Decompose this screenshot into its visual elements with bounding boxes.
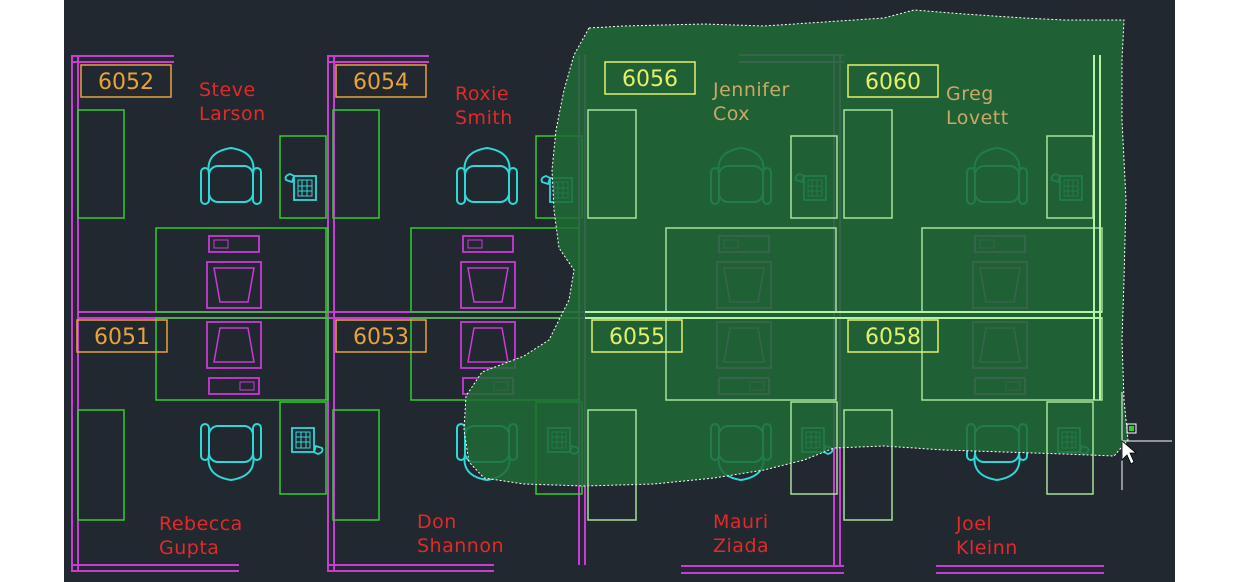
selected-partition [790, 135, 838, 219]
lasso-selection-area[interactable] [463, 9, 1129, 487]
partition-panel [155, 227, 329, 313]
office-chair [200, 423, 262, 481]
occupant-first-name: Rebecca [159, 513, 243, 535]
computer-workstation [460, 235, 516, 309]
room-number: 6056 [622, 67, 678, 92]
room-tags: 6052 6054 6056 6060 6051 6053 6055 6058 [76, 61, 939, 353]
desk-phone [291, 427, 324, 455]
desk-phone [284, 173, 317, 201]
room-tag-box [335, 64, 427, 98]
crosshair-cursor-icon [1121, 392, 1172, 490]
occupant-last-name: Gupta [159, 537, 219, 559]
room-number: 6055 [609, 325, 665, 350]
arrow-pointer-icon [1121, 440, 1138, 465]
room-tag-box [335, 319, 427, 353]
partition-panel [279, 135, 327, 219]
computer-workstation [206, 235, 262, 309]
occupant-last-name: Larson [199, 103, 266, 125]
room-tag-box [604, 61, 696, 95]
selected-partition [587, 109, 637, 219]
selected-objects-highlight [585, 55, 1103, 521]
room-number: 6052 [98, 70, 154, 95]
occupant-first-name: Greg [946, 83, 994, 105]
partition-panel [332, 409, 380, 521]
occupant-first-name: Roxie [455, 83, 509, 105]
floor-plan[interactable]: 6052 6054 6056 6060 6051 6053 6055 6058 SteveLa… [64, 0, 1175, 582]
partition-panel [77, 409, 125, 521]
selected-partition [843, 109, 893, 219]
computer-workstation [206, 321, 262, 395]
occupant-last-name: Smith [455, 107, 513, 129]
office-chair [456, 147, 518, 205]
partition-panel [332, 109, 380, 219]
occupant-first-name: Jennifer [712, 79, 790, 101]
occupant-last-name: Lovett [946, 107, 1009, 129]
occupant-first-name: Mauri [713, 511, 769, 533]
room-number: 6060 [865, 70, 921, 95]
room-tag-box [847, 64, 939, 98]
occupant-last-name: Ziada [713, 535, 769, 557]
room-number: 6053 [353, 325, 409, 350]
occupant-last-name: Shannon [417, 535, 504, 557]
partition-panel [410, 227, 580, 313]
partition-panel [279, 401, 327, 495]
room-tag-box [591, 319, 683, 353]
room-tag-box [76, 319, 168, 353]
occupant-first-name: Joel [955, 513, 992, 535]
selected-partition [1046, 401, 1094, 495]
room-tag-box [847, 319, 939, 353]
partition-panel [77, 109, 125, 219]
occupant-first-name: Steve [199, 79, 256, 101]
occupant-last-name: Cox [713, 103, 750, 125]
selected-partition [790, 401, 838, 495]
room-number: 6058 [865, 325, 921, 350]
occupant-first-name: Don [417, 511, 457, 533]
partition-panel [155, 317, 329, 401]
occupant-last-name: Kleinn [956, 537, 1018, 559]
selected-partition [843, 409, 893, 521]
room-number: 6054 [353, 70, 409, 95]
selected-partition [587, 409, 637, 521]
room-tag-box [80, 64, 172, 98]
office-chair [200, 147, 262, 205]
room-number: 6051 [94, 325, 150, 350]
